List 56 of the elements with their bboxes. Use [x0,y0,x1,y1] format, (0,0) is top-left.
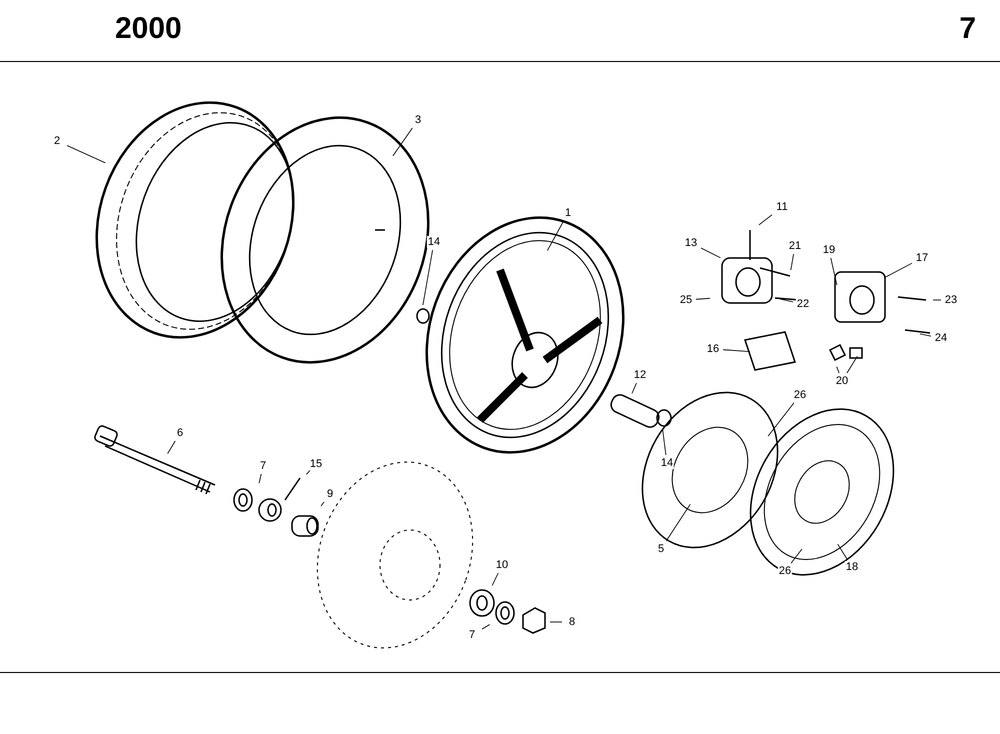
leader-line [547,220,564,251]
callout-number: 6 [176,427,184,439]
callout-number: 14 [426,236,442,248]
callout-number: 11 [775,201,789,213]
leader-line [758,214,772,226]
leader-line [830,258,838,286]
leader-line [422,250,433,306]
leader-line [790,548,802,564]
callout-number: 1 [564,207,572,219]
leader-line [790,254,794,270]
callout-number: 23 [944,294,958,306]
callout-number: 16 [706,343,720,355]
leader-line [846,356,858,374]
callout-number: 13 [684,237,698,249]
callout-number: 7 [468,629,476,641]
callout-number: 19 [822,244,836,256]
leader-line [632,382,637,394]
callout-number: 9 [326,488,334,500]
callout-number: 8 [568,616,576,628]
leader-line [696,298,710,300]
page-title: 2000 [115,12,182,46]
leader-line [700,248,721,258]
callout-number: 24 [934,332,948,344]
callout-number: 5 [656,543,666,555]
callout-number: 17 [914,252,930,264]
leader-line [492,572,499,586]
callout-number: 18 [844,561,860,573]
callout-number: 2 [52,135,62,147]
callout-number: 10 [494,559,510,571]
callout-number: 25 [678,294,694,306]
callout-number: 20 [834,375,850,387]
callout-number: 21 [788,240,802,252]
page-number: 7 [959,12,976,46]
leader-line [66,145,106,164]
leader-line [920,334,932,336]
leader-line [392,128,413,156]
callout-number: 22 [796,298,810,310]
leader-line [884,262,912,278]
callout-number: 12 [632,369,648,381]
leader-line [258,474,262,484]
leader-line [662,430,666,456]
callout-number: 7 [258,460,268,472]
callout-number: 26 [778,565,792,577]
leader-line [837,544,848,560]
leader-line [320,502,324,506]
callout-number: 26 [792,389,808,401]
leader-line [482,624,490,630]
leader-line [768,402,794,436]
leader-line [306,470,310,475]
callout-number: 14 [660,457,674,469]
leader-line [780,298,794,302]
callout-number: 3 [414,114,422,126]
leader-line [836,366,840,374]
leader-line [167,440,176,454]
leader-line [722,349,750,352]
callout-number: 15 [308,458,324,470]
